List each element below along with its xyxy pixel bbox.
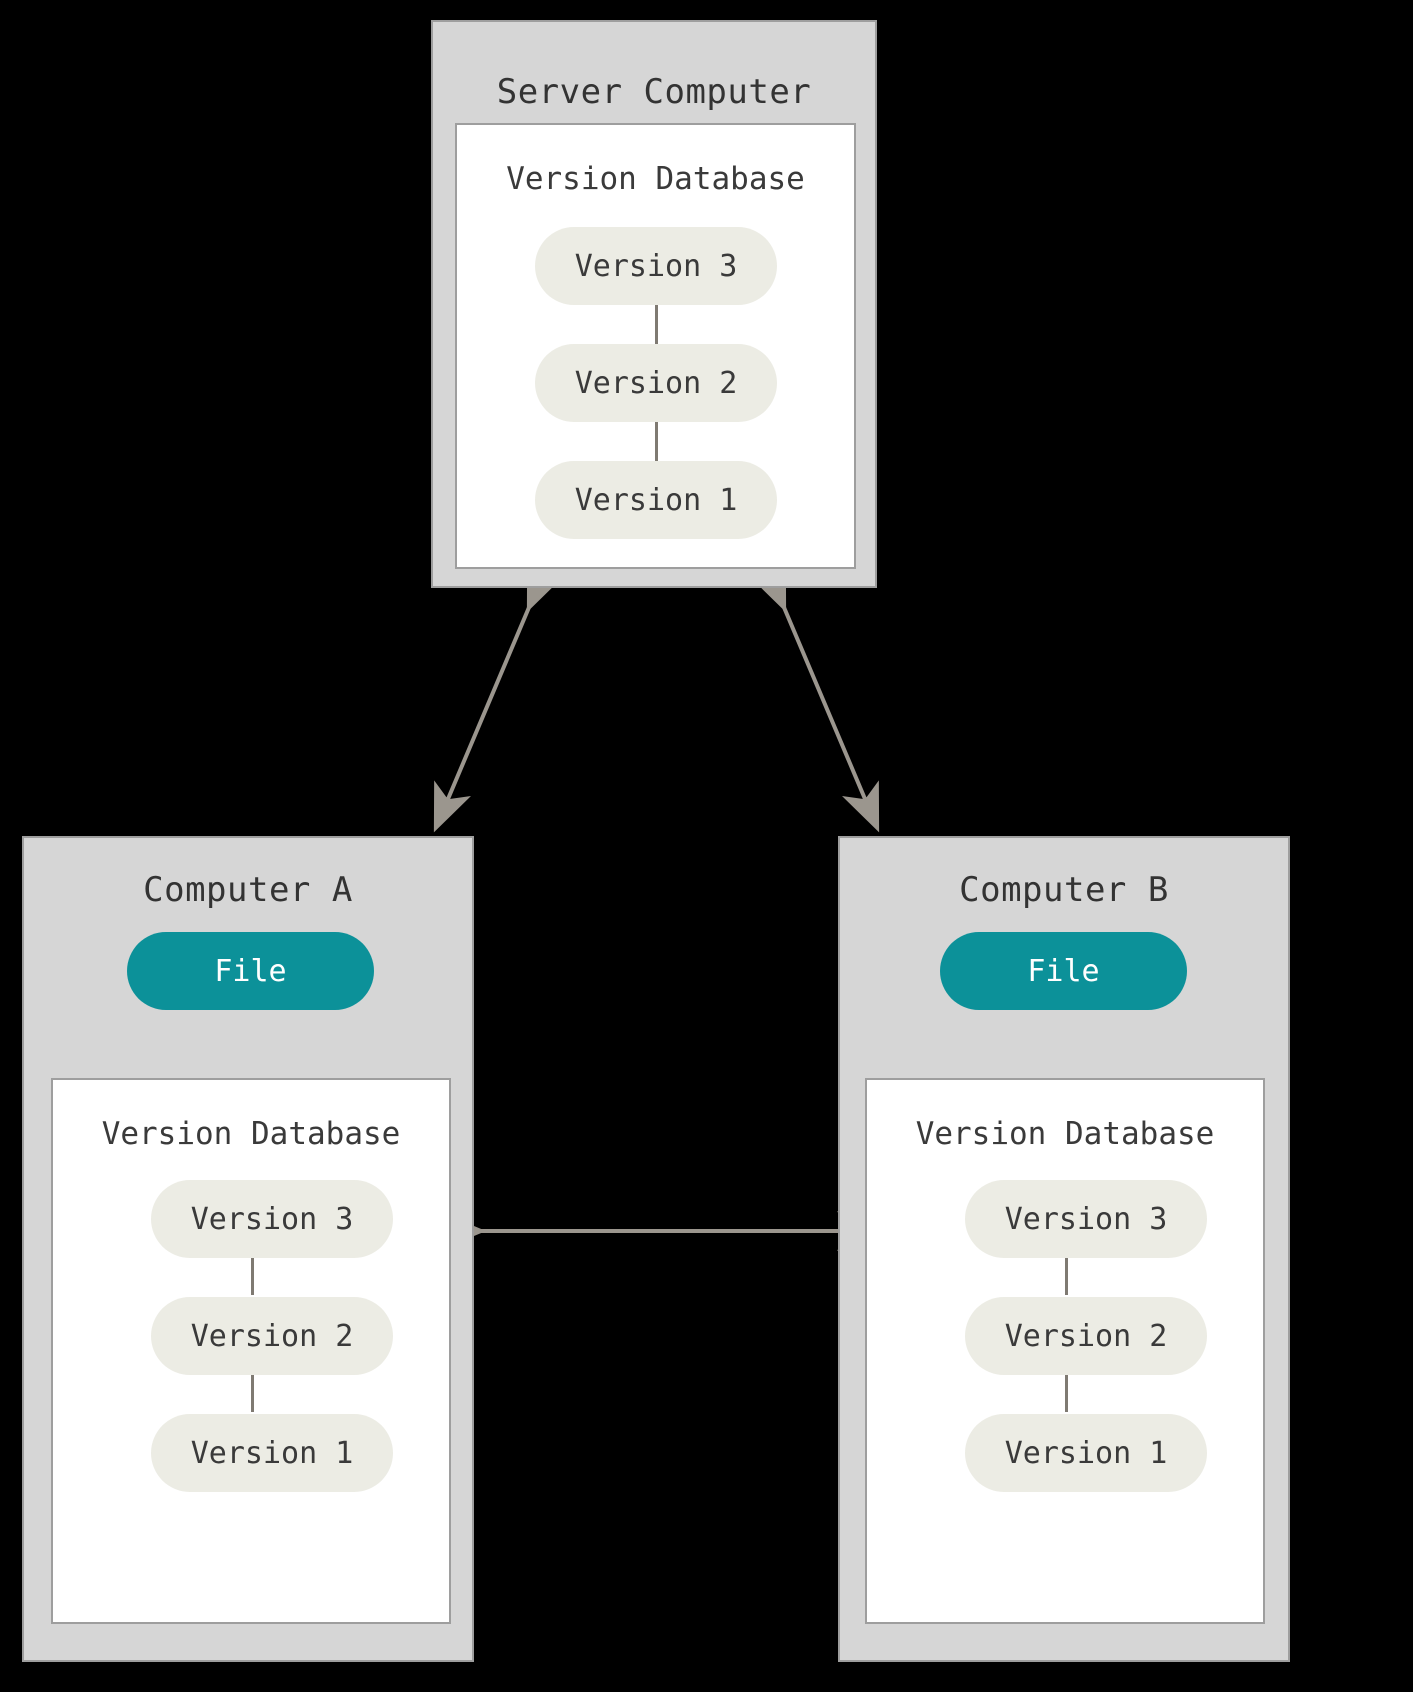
computer-a-connector-3-2	[251, 1257, 254, 1295]
server-version-pill-2[interactable]: Version 2	[535, 344, 777, 422]
computer-a-title: Computer A	[143, 870, 353, 910]
computer-b-version-database-panel[interactable]: Version Database Version 3 Version 2 Ver…	[865, 1078, 1265, 1624]
computer-b-version-pill-1[interactable]: Version 1	[965, 1414, 1207, 1492]
server-version-pill-1[interactable]: Version 1	[535, 461, 777, 539]
server-connector-3-2	[655, 304, 658, 344]
computer-a-connector-2-1	[251, 1374, 254, 1412]
computer-b-title: Computer B	[959, 870, 1169, 910]
server-version-database-panel[interactable]: Version Database Version 3 Version 2 Ver…	[455, 123, 856, 569]
computer-a-file-pill[interactable]: File	[127, 932, 374, 1010]
computer-b-version-database-title: Version Database	[915, 1116, 1215, 1152]
computer-b-version-pill-2[interactable]: Version 2	[965, 1297, 1207, 1375]
computer-a-version-pill-3[interactable]: Version 3	[151, 1180, 393, 1258]
computer-b-file-label: File	[1027, 953, 1100, 989]
server-version-label-1: Version 1	[574, 482, 738, 518]
computer-b-connector-3-2	[1065, 1257, 1068, 1295]
computer-b-box[interactable]: Computer B File Version Database Version…	[838, 836, 1290, 1662]
server-computer-title: Server Computer	[496, 72, 812, 112]
edge-server-computer-b	[749, 560, 880, 833]
computer-a-version-pill-1[interactable]: Version 1	[151, 1414, 393, 1492]
computer-b-version-label-3: Version 3	[1004, 1201, 1168, 1237]
computer-a-version-label-3: Version 3	[190, 1201, 354, 1237]
server-version-label-2: Version 2	[574, 365, 738, 401]
edge-server-computer-a	[433, 560, 564, 833]
computer-b-file-pill[interactable]: File	[940, 932, 1187, 1010]
computer-a-file-label: File	[214, 953, 287, 989]
computer-b-connector-2-1	[1065, 1374, 1068, 1412]
computer-a-version-pill-2[interactable]: Version 2	[151, 1297, 393, 1375]
computer-b-version-pill-3[interactable]: Version 3	[965, 1180, 1207, 1258]
server-connector-2-1	[655, 421, 658, 461]
computer-a-version-label-1: Version 1	[190, 1435, 354, 1471]
computer-a-version-database-title: Version Database	[101, 1116, 401, 1152]
computer-b-version-label-1: Version 1	[1004, 1435, 1168, 1471]
server-version-pill-3[interactable]: Version 3	[535, 227, 777, 305]
computer-a-version-label-2: Version 2	[190, 1318, 354, 1354]
computer-b-version-label-2: Version 2	[1004, 1318, 1168, 1354]
server-version-database-title: Version Database	[506, 161, 805, 197]
computer-a-box[interactable]: Computer A File Version Database Version…	[22, 836, 474, 1662]
server-computer-box[interactable]: Server Computer Version Database Version…	[431, 20, 877, 588]
computer-a-version-database-panel[interactable]: Version Database Version 3 Version 2 Ver…	[51, 1078, 451, 1624]
server-version-label-3: Version 3	[574, 248, 738, 284]
